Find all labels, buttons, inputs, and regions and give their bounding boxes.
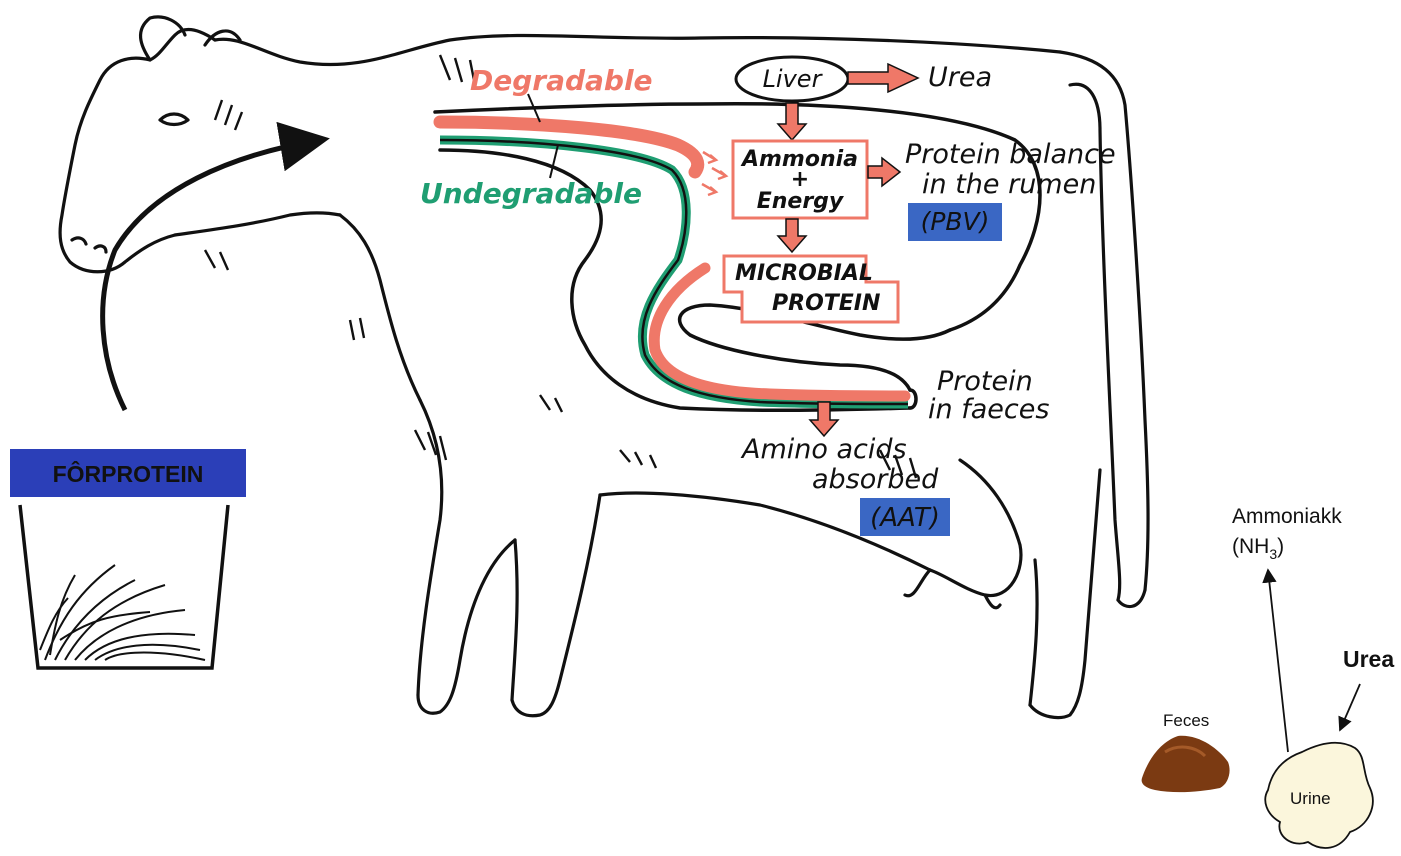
- feed-banner-label: FÔRPROTEIN: [53, 460, 204, 487]
- ammonia-to-pbv-arrow: [868, 158, 900, 186]
- urine-label: Urine: [1290, 789, 1331, 808]
- grass-icon: [40, 565, 205, 660]
- ammonia-line3: Energy: [757, 189, 845, 214]
- undegradable-pointer: [550, 145, 558, 178]
- urea-label: Urea: [928, 62, 992, 93]
- microbial-line2: PROTEIN: [772, 291, 880, 316]
- degradation-arrows: [702, 152, 726, 195]
- urea-to-urine-arrow: [1340, 684, 1360, 730]
- aat-badge-label: (AAT): [870, 503, 940, 533]
- liver-to-urea-arrow: [848, 64, 918, 92]
- urea-excretion-label: Urea: [1343, 646, 1394, 672]
- faeces-line2: in faeces: [928, 394, 1049, 425]
- feces-icon: [1142, 736, 1230, 792]
- ammonia-to-microbial-arrow: [778, 219, 806, 252]
- nh3-label: (NH3): [1232, 535, 1284, 562]
- nh3-subscript: 3: [1269, 546, 1277, 562]
- feed-intake-arrow: [103, 140, 320, 410]
- nh3-close: ): [1277, 535, 1284, 558]
- amino-line2: absorbed: [812, 464, 939, 495]
- degradable-label: Degradable: [470, 64, 653, 97]
- nh3-prefix: (NH: [1232, 535, 1269, 558]
- ammoniakk-label: Ammoniakk: [1232, 505, 1342, 528]
- undegradable-label: Undegradable: [420, 177, 642, 210]
- faeces-line1: Protein: [937, 366, 1033, 397]
- protein-balance-line2: in the rumen: [922, 169, 1096, 200]
- microbial-line1: MICROBIAL: [735, 261, 873, 286]
- amino-line1: Amino acids: [740, 434, 907, 465]
- liver-label: Liver: [763, 65, 824, 93]
- feces-label: Feces: [1163, 711, 1209, 730]
- urine-to-ammonia-arrow: [1268, 570, 1288, 752]
- pbv-badge-label: (PBV): [921, 207, 990, 236]
- liver-ammonia-arrow: [778, 103, 806, 140]
- protein-balance-line1: Protein balance: [905, 139, 1116, 170]
